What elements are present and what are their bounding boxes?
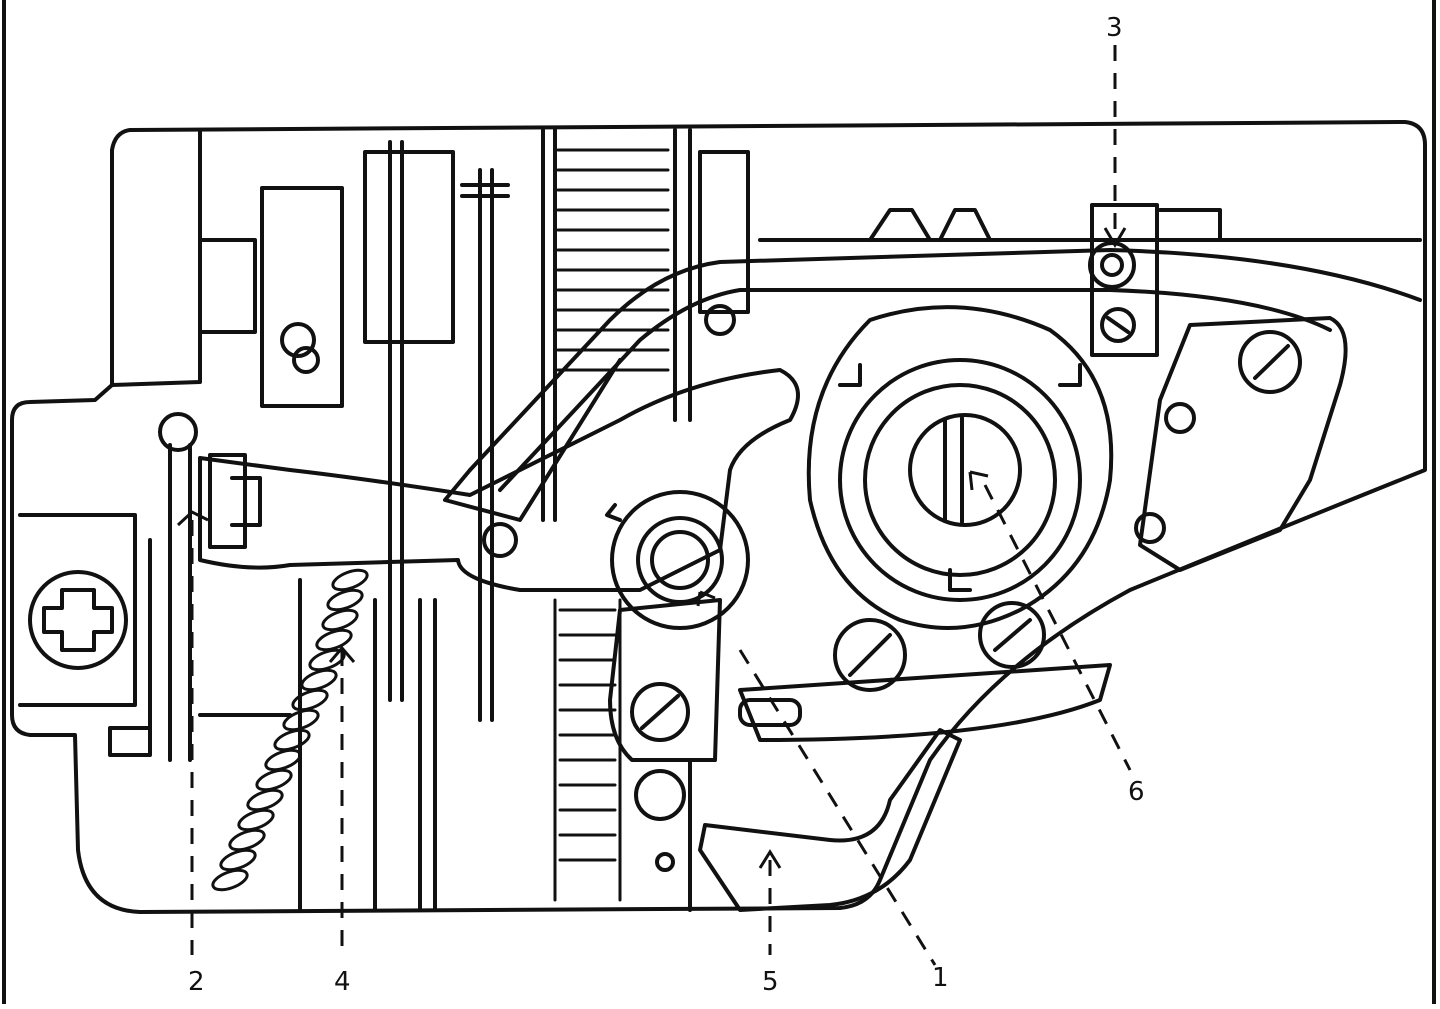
leader-6 <box>983 484 1132 771</box>
horizontal-bar <box>738 663 1112 742</box>
callout-label-6: 6 <box>1128 777 1145 807</box>
left-shaft <box>168 443 192 762</box>
callout-label-1: 1 <box>932 963 949 993</box>
callout-label-4: 4 <box>334 967 351 997</box>
right-bracket-screw <box>1238 330 1302 394</box>
clamp-screw-bottom <box>1100 307 1136 343</box>
right-bracket <box>1138 316 1348 572</box>
arm-screw <box>704 304 736 336</box>
callout-label-3: 3 <box>1106 13 1123 43</box>
plus-screw <box>28 570 128 670</box>
lower-screw-right <box>978 601 1046 669</box>
small-hole <box>655 852 675 872</box>
lower-link-screw <box>630 682 690 742</box>
rack-side-block <box>698 150 750 314</box>
left-top-screw <box>158 412 198 452</box>
guide-rod-a <box>388 140 404 702</box>
coil-spring <box>211 568 369 892</box>
arrow-heads <box>176 227 1127 869</box>
main-lever <box>198 368 800 592</box>
splined-hub <box>610 490 750 630</box>
lower-screw-left <box>833 618 907 692</box>
callout-label-5: 5 <box>762 967 779 997</box>
rack-teeth-lower <box>553 598 622 902</box>
main-gear-assembly <box>806 305 1114 630</box>
callout-label-2: 2 <box>188 967 205 997</box>
lever-end-block <box>208 453 247 549</box>
clamp-plate <box>1090 203 1159 357</box>
left-bracket <box>18 513 137 707</box>
lower-link <box>608 598 722 762</box>
lever-pivot-screw <box>482 522 518 558</box>
upper-arm-slot <box>443 358 622 522</box>
rack-rails <box>541 128 692 522</box>
clamp-screw-top <box>1088 241 1136 289</box>
rack-teeth-upper <box>556 148 670 372</box>
center-block <box>363 150 455 344</box>
upper-block-screw <box>280 322 316 358</box>
upper-block <box>260 186 344 408</box>
center-screw <box>908 413 1022 527</box>
curved-lower-lever <box>698 728 962 912</box>
leader-lines <box>190 45 1132 966</box>
left-shaft-foot <box>108 538 152 757</box>
leader-1 <box>738 649 937 966</box>
housing-left-panel <box>110 128 257 387</box>
guide-rod-b <box>460 168 510 722</box>
